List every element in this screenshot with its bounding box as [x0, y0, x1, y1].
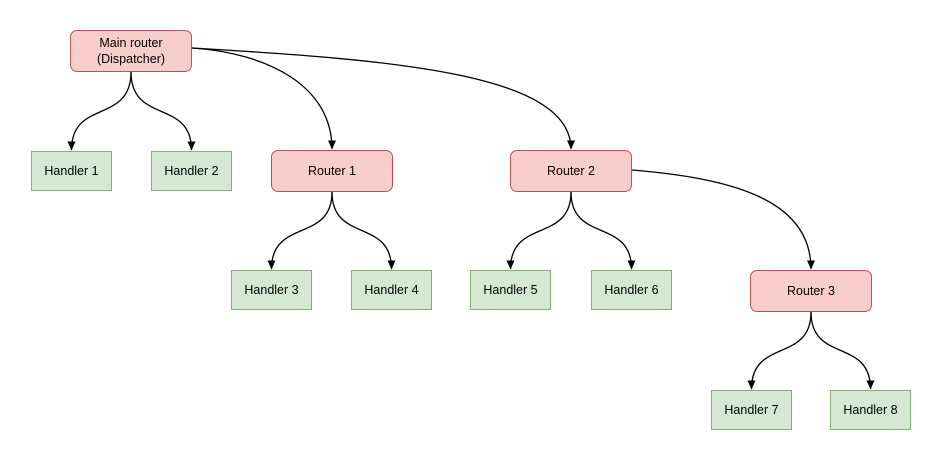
- node-handler-2: Handler 2: [151, 151, 232, 191]
- edge-main-to-handler-2: [130, 71, 196, 151]
- node-handler-7: Handler 7: [711, 390, 792, 430]
- node-handler-3: Handler 3: [231, 270, 312, 310]
- edge-main-to-router-1: [191, 47, 336, 150]
- node-router-2: Router 2: [510, 150, 632, 192]
- edge-router-1-to-handler-3: [267, 191, 333, 270]
- node-main-router: Main router (Dispatcher): [70, 30, 192, 72]
- edge-router-3-to-handler-7: [747, 311, 812, 390]
- node-router-1: Router 1: [271, 150, 393, 192]
- node-router-3: Router 3: [750, 270, 872, 312]
- edge-router-1-to-handler-4: [331, 191, 396, 270]
- edge-main-to-router-2: [191, 47, 575, 150]
- node-handler-4: Handler 4: [351, 270, 432, 310]
- edge-router-2-to-handler-6: [570, 191, 636, 270]
- edge-router-2-to-router-3: [631, 169, 815, 270]
- node-handler-5: Handler 5: [470, 270, 551, 310]
- node-handler-8: Handler 8: [830, 390, 911, 430]
- edge-router-3-to-handler-8: [810, 311, 875, 390]
- edge-main-to-handler-1: [67, 71, 132, 151]
- node-handler-1: Handler 1: [31, 151, 112, 191]
- edge-router-2-to-handler-5: [506, 191, 572, 270]
- node-handler-6: Handler 6: [591, 270, 672, 310]
